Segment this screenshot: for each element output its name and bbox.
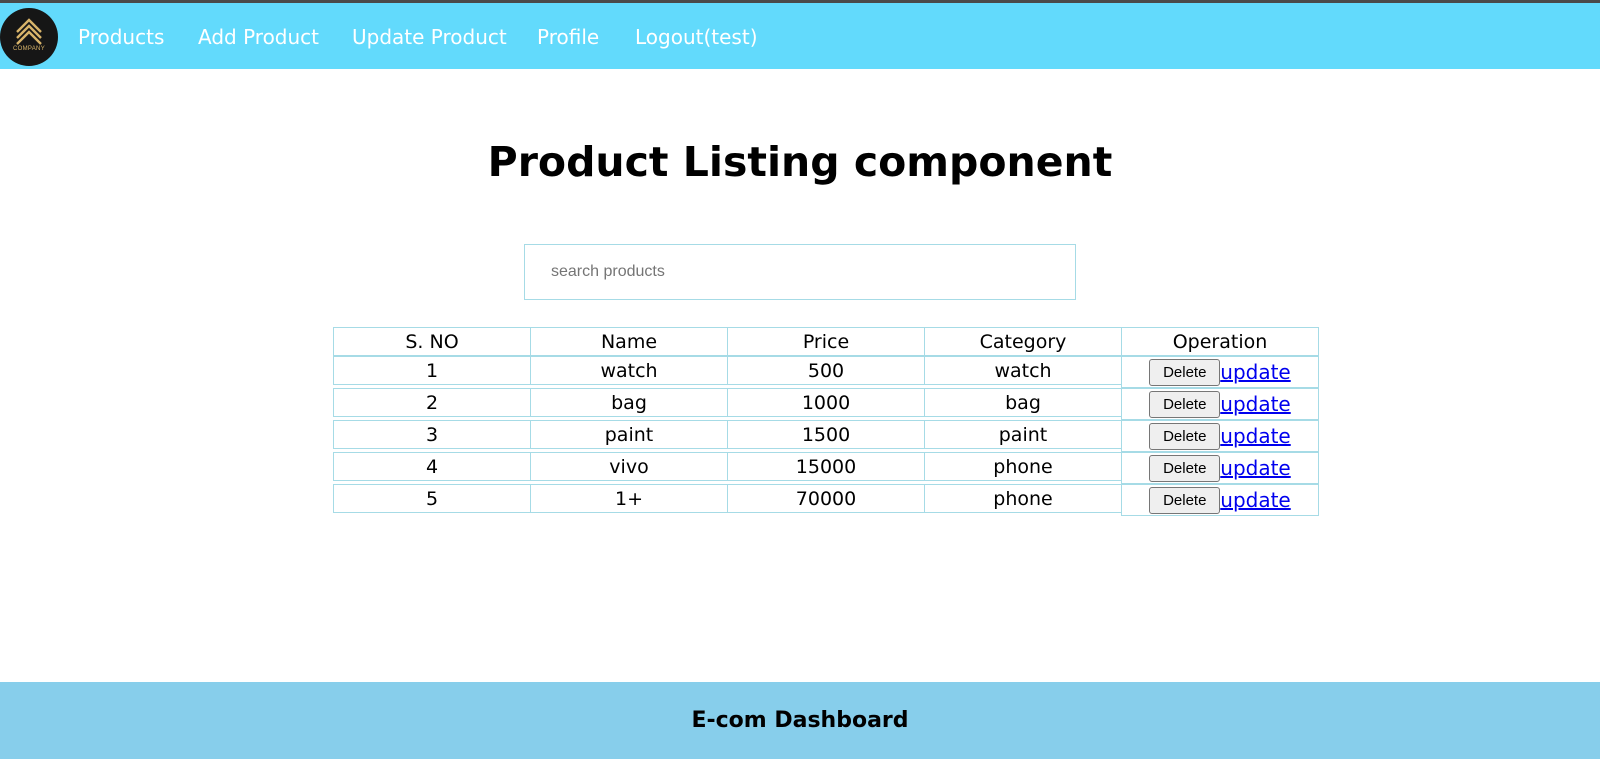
table-sno-cell: 2 [333, 388, 531, 417]
logo-text: COMPANY [13, 46, 45, 52]
delete-button[interactable]: Delete [1149, 486, 1221, 514]
footer: E-com Dashboard [0, 682, 1600, 759]
table-header-cell: Operation [1121, 327, 1319, 356]
delete-button[interactable]: Delete [1149, 422, 1221, 450]
top-nav: COMPANY Products Add Product Update Prod… [0, 3, 1600, 69]
delete-button[interactable]: Delete [1149, 390, 1221, 418]
update-link[interactable]: update [1220, 424, 1291, 448]
table-price-cell: 1500 [727, 420, 925, 449]
table-sno-cell: 5 [333, 484, 531, 513]
nav-link-profile[interactable]: Profile [537, 25, 600, 49]
table-category-cell: bag [924, 388, 1122, 417]
table-name-cell: watch [530, 356, 728, 385]
table-header-cell: S. NO [333, 327, 531, 356]
nav-link-products[interactable]: Products [78, 25, 165, 49]
table-category-cell: phone [924, 452, 1122, 481]
search-input[interactable] [524, 244, 1076, 300]
delete-button[interactable]: Delete [1149, 358, 1221, 386]
nav-link-logout[interactable]: Logout(test) [635, 25, 758, 49]
update-link[interactable]: update [1220, 488, 1291, 512]
update-link[interactable]: update [1220, 456, 1291, 480]
table-category-cell: phone [924, 484, 1122, 513]
table-sno-cell: 4 [333, 452, 531, 481]
table-sno-cell: 3 [333, 420, 531, 449]
table-name-cell: vivo [530, 452, 728, 481]
page-title: Product Listing component [487, 138, 1113, 186]
top-border [0, 0, 1600, 3]
update-link[interactable]: update [1220, 392, 1291, 416]
table-header-cell: Price [727, 327, 925, 356]
table-name-cell: 1+ [530, 484, 728, 513]
table-name-cell: bag [530, 388, 728, 417]
table-price-cell: 500 [727, 356, 925, 385]
table-name-cell: paint [530, 420, 728, 449]
table-header-cell: Category [924, 327, 1122, 356]
table-sno-cell: 1 [333, 356, 531, 385]
table-category-cell: watch [924, 356, 1122, 385]
table-category-cell: paint [924, 420, 1122, 449]
table-price-cell: 15000 [727, 452, 925, 481]
chevron-logo-icon [16, 18, 42, 45]
footer-title: E-com Dashboard [691, 708, 909, 733]
nav-link-update-product[interactable]: Update Product [352, 25, 507, 49]
table-header-cell: Name [530, 327, 728, 356]
update-link[interactable]: update [1220, 360, 1291, 384]
table-price-cell: 1000 [727, 388, 925, 417]
delete-button[interactable]: Delete [1149, 454, 1221, 482]
table-price-cell: 70000 [727, 484, 925, 513]
company-logo[interactable]: COMPANY [0, 8, 58, 66]
nav-link-add-product[interactable]: Add Product [198, 25, 320, 49]
